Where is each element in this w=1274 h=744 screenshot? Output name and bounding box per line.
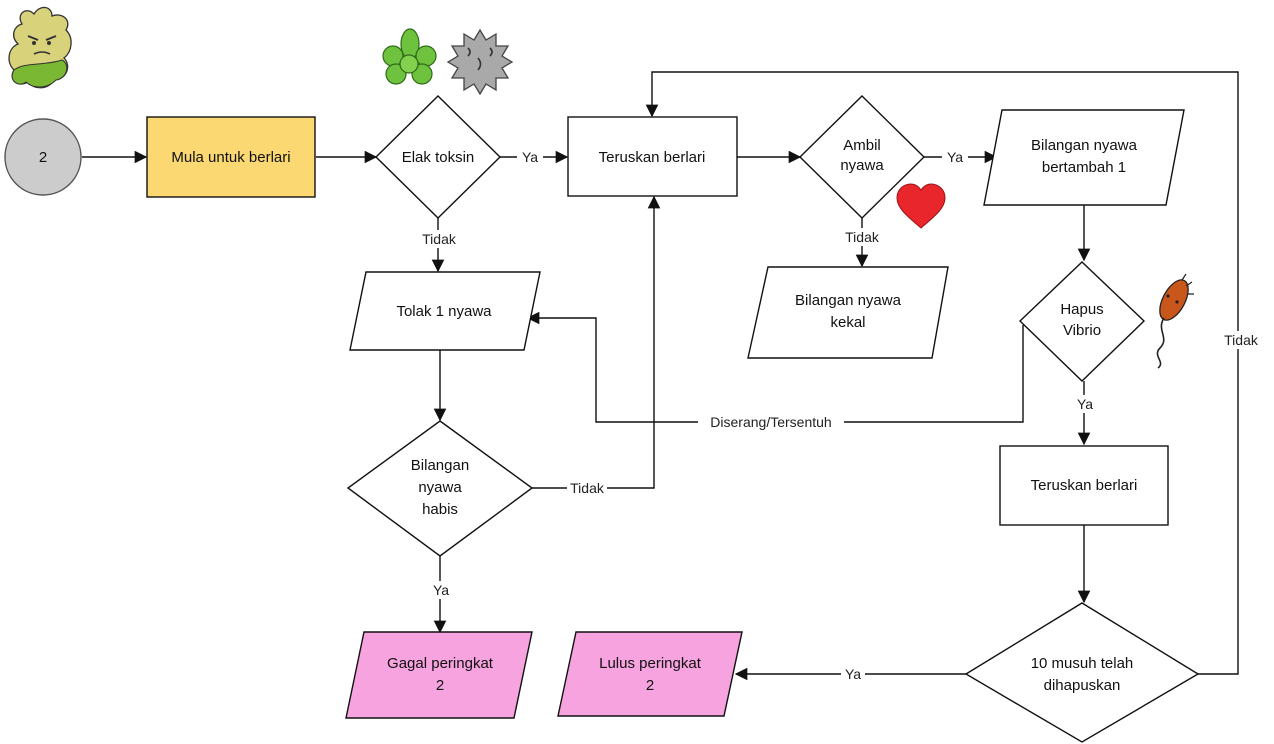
node-mula-label: Mula untuk berlari [171, 149, 290, 166]
red-heart-icon [896, 183, 946, 229]
edge-label-ambil-ya: Ya [947, 149, 963, 165]
green-cell-cluster-icon [382, 28, 437, 85]
edge-label-elak-ya: Ya [522, 149, 538, 165]
edge-label-hapus-ya: Ya [1077, 396, 1093, 412]
node-ambil: Ambil nyawa [799, 95, 925, 219]
node-hapus: Hapus Vibrio [1018, 261, 1146, 382]
node-musuh-line-1: 10 musuh telah [1031, 655, 1134, 672]
node-elak: Elak toksin [375, 95, 501, 219]
node-tolak-label: Tolak 1 nyawa [396, 303, 492, 320]
node-kekal-line-1: Bilangan nyawa [795, 292, 902, 309]
edge-label-habis-ya: Ya [433, 582, 449, 598]
edge-labels: Ya Tidak Ya Tidak Ya Diserang/Tersentuh … [419, 148, 1263, 683]
edge-label-musuh-ya: Ya [845, 666, 861, 682]
node-lulus-line-1: Lulus peringkat [599, 655, 702, 672]
edge-habis-tidak [532, 195, 661, 489]
node-habis: Bilangan nyawa habis [346, 420, 534, 557]
node-bertambah: Bilangan nyawa bertambah 1 [983, 109, 1185, 206]
node-teruskan2: Teruskan berlari [999, 445, 1169, 526]
node-mula: Mula untuk berlari [146, 116, 316, 198]
node-elak-line-1: Elak toksin [402, 149, 475, 166]
node-hapus-line-1: Hapus [1060, 301, 1103, 318]
edge-diserang [526, 311, 1024, 423]
node-gagal-line-2: 2 [436, 677, 444, 694]
node-gagal-line-1: Gagal peringkat [387, 655, 494, 672]
node-teruskan1: Teruskan berlari [567, 116, 738, 197]
node-lulus-line-2: 2 [646, 677, 654, 694]
node-habis-line-3: habis [422, 501, 458, 518]
start-circle-label: 2 [39, 149, 47, 166]
node-habis-line-2: nyawa [418, 479, 462, 496]
edge-musuh-tidak [645, 71, 1239, 675]
edge-label-musuh-tidak: Tidak [1224, 332, 1259, 348]
node-hapus-line-2: Vibrio [1063, 322, 1101, 339]
node-bertambah-line-1: Bilangan nyawa [1031, 137, 1138, 154]
node-musuh-line-2: dihapuskan [1044, 677, 1121, 694]
node-habis-line-1: Bilangan [411, 457, 469, 474]
node-teruskan1-label: Teruskan berlari [599, 149, 706, 166]
gray-virus-icon [446, 28, 514, 96]
node-ambil-line-2: nyawa [840, 157, 884, 174]
node-musuh: 10 musuh telah dihapuskan [964, 602, 1200, 743]
vibrio-bacterium-icon [1156, 273, 1194, 369]
node-kekal: Bilangan nyawa kekal [747, 266, 949, 359]
edge-label-diserang: Diserang/Tersentuh [710, 414, 831, 430]
start-circle: 2 [4, 118, 82, 196]
edge-label-ambil-tidak: Tidak [845, 229, 880, 245]
edge-label-elak-tidak: Tidak [422, 231, 457, 247]
node-gagal: Gagal peringkat 2 [345, 631, 533, 719]
node-ambil-line-1: Ambil [843, 137, 881, 154]
amoeba-character-icon [8, 6, 72, 89]
node-lulus: Lulus peringkat 2 [557, 631, 743, 717]
edge-label-habis-tidak: Tidak [570, 480, 605, 496]
node-bertambah-line-2: bertambah 1 [1042, 159, 1126, 176]
node-tolak: Tolak 1 nyawa [349, 271, 541, 351]
node-kekal-line-2: kekal [830, 314, 865, 331]
node-teruskan2-label: Teruskan berlari [1031, 477, 1138, 494]
